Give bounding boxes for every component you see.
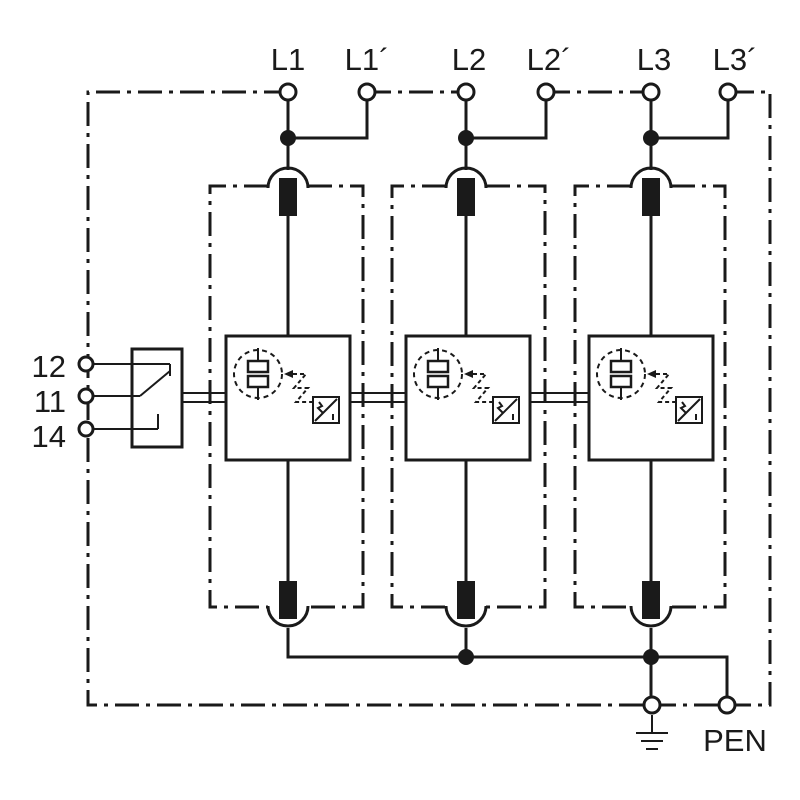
terminal-label-l1: L1 [271, 42, 305, 77]
thermal-disconnector-icon [675, 396, 703, 424]
terminal-label-l1-prime: L1´ [345, 42, 390, 77]
protection-module-2 [404, 334, 532, 462]
terminal-l2-prime [536, 82, 556, 102]
thermal-disconnector-icon [312, 396, 340, 424]
plug-contact-bottom-2 [444, 581, 488, 628]
spark-gap-icon [233, 348, 312, 403]
plug-contact-top-1 [266, 166, 310, 216]
terminal-label-l2: L2 [452, 42, 486, 77]
terminal-l3 [641, 82, 661, 102]
spark-gap-icon [596, 348, 675, 403]
aux-label-12: 12 [32, 349, 66, 384]
terminal-label-l3: L3 [637, 42, 671, 77]
earth-ground-icon [636, 715, 668, 750]
terminal-pen [717, 695, 737, 715]
junction-dot [643, 130, 659, 146]
protection-module-3 [587, 334, 715, 462]
terminal-l3-prime [718, 82, 738, 102]
terminal-label-l3-prime: L3´ [713, 42, 758, 77]
junction-dot [643, 649, 659, 665]
plug-contact-bottom-1 [266, 581, 310, 628]
terminal-l1 [278, 82, 298, 102]
changeover-contact-icon [92, 347, 184, 449]
aux-terminal-11 [77, 387, 95, 405]
terminal-l2 [456, 82, 476, 102]
junction-dot [280, 130, 296, 146]
module-outline-2 [390, 184, 547, 609]
junction-dot [458, 649, 474, 665]
plug-contact-bottom-3 [629, 581, 673, 628]
aux-label-14: 14 [32, 419, 66, 454]
plug-contact-top-3 [629, 166, 673, 216]
aux-terminal-14 [77, 420, 95, 438]
protection-module-1 [224, 334, 352, 462]
terminal-l1-prime [357, 82, 377, 102]
junction-dot [458, 130, 474, 146]
thermal-disconnector-icon [492, 396, 520, 424]
module-outline-3 [573, 184, 727, 609]
aux-terminal-12 [77, 355, 95, 373]
terminal-earth [642, 695, 662, 715]
spark-gap-icon [413, 348, 492, 403]
terminal-label-l2-prime: L2´ [527, 42, 572, 77]
aux-label-11: 11 [34, 384, 66, 419]
plug-contact-top-2 [444, 166, 488, 216]
bottom-bus [286, 628, 729, 697]
pen-label: PEN [703, 723, 767, 758]
